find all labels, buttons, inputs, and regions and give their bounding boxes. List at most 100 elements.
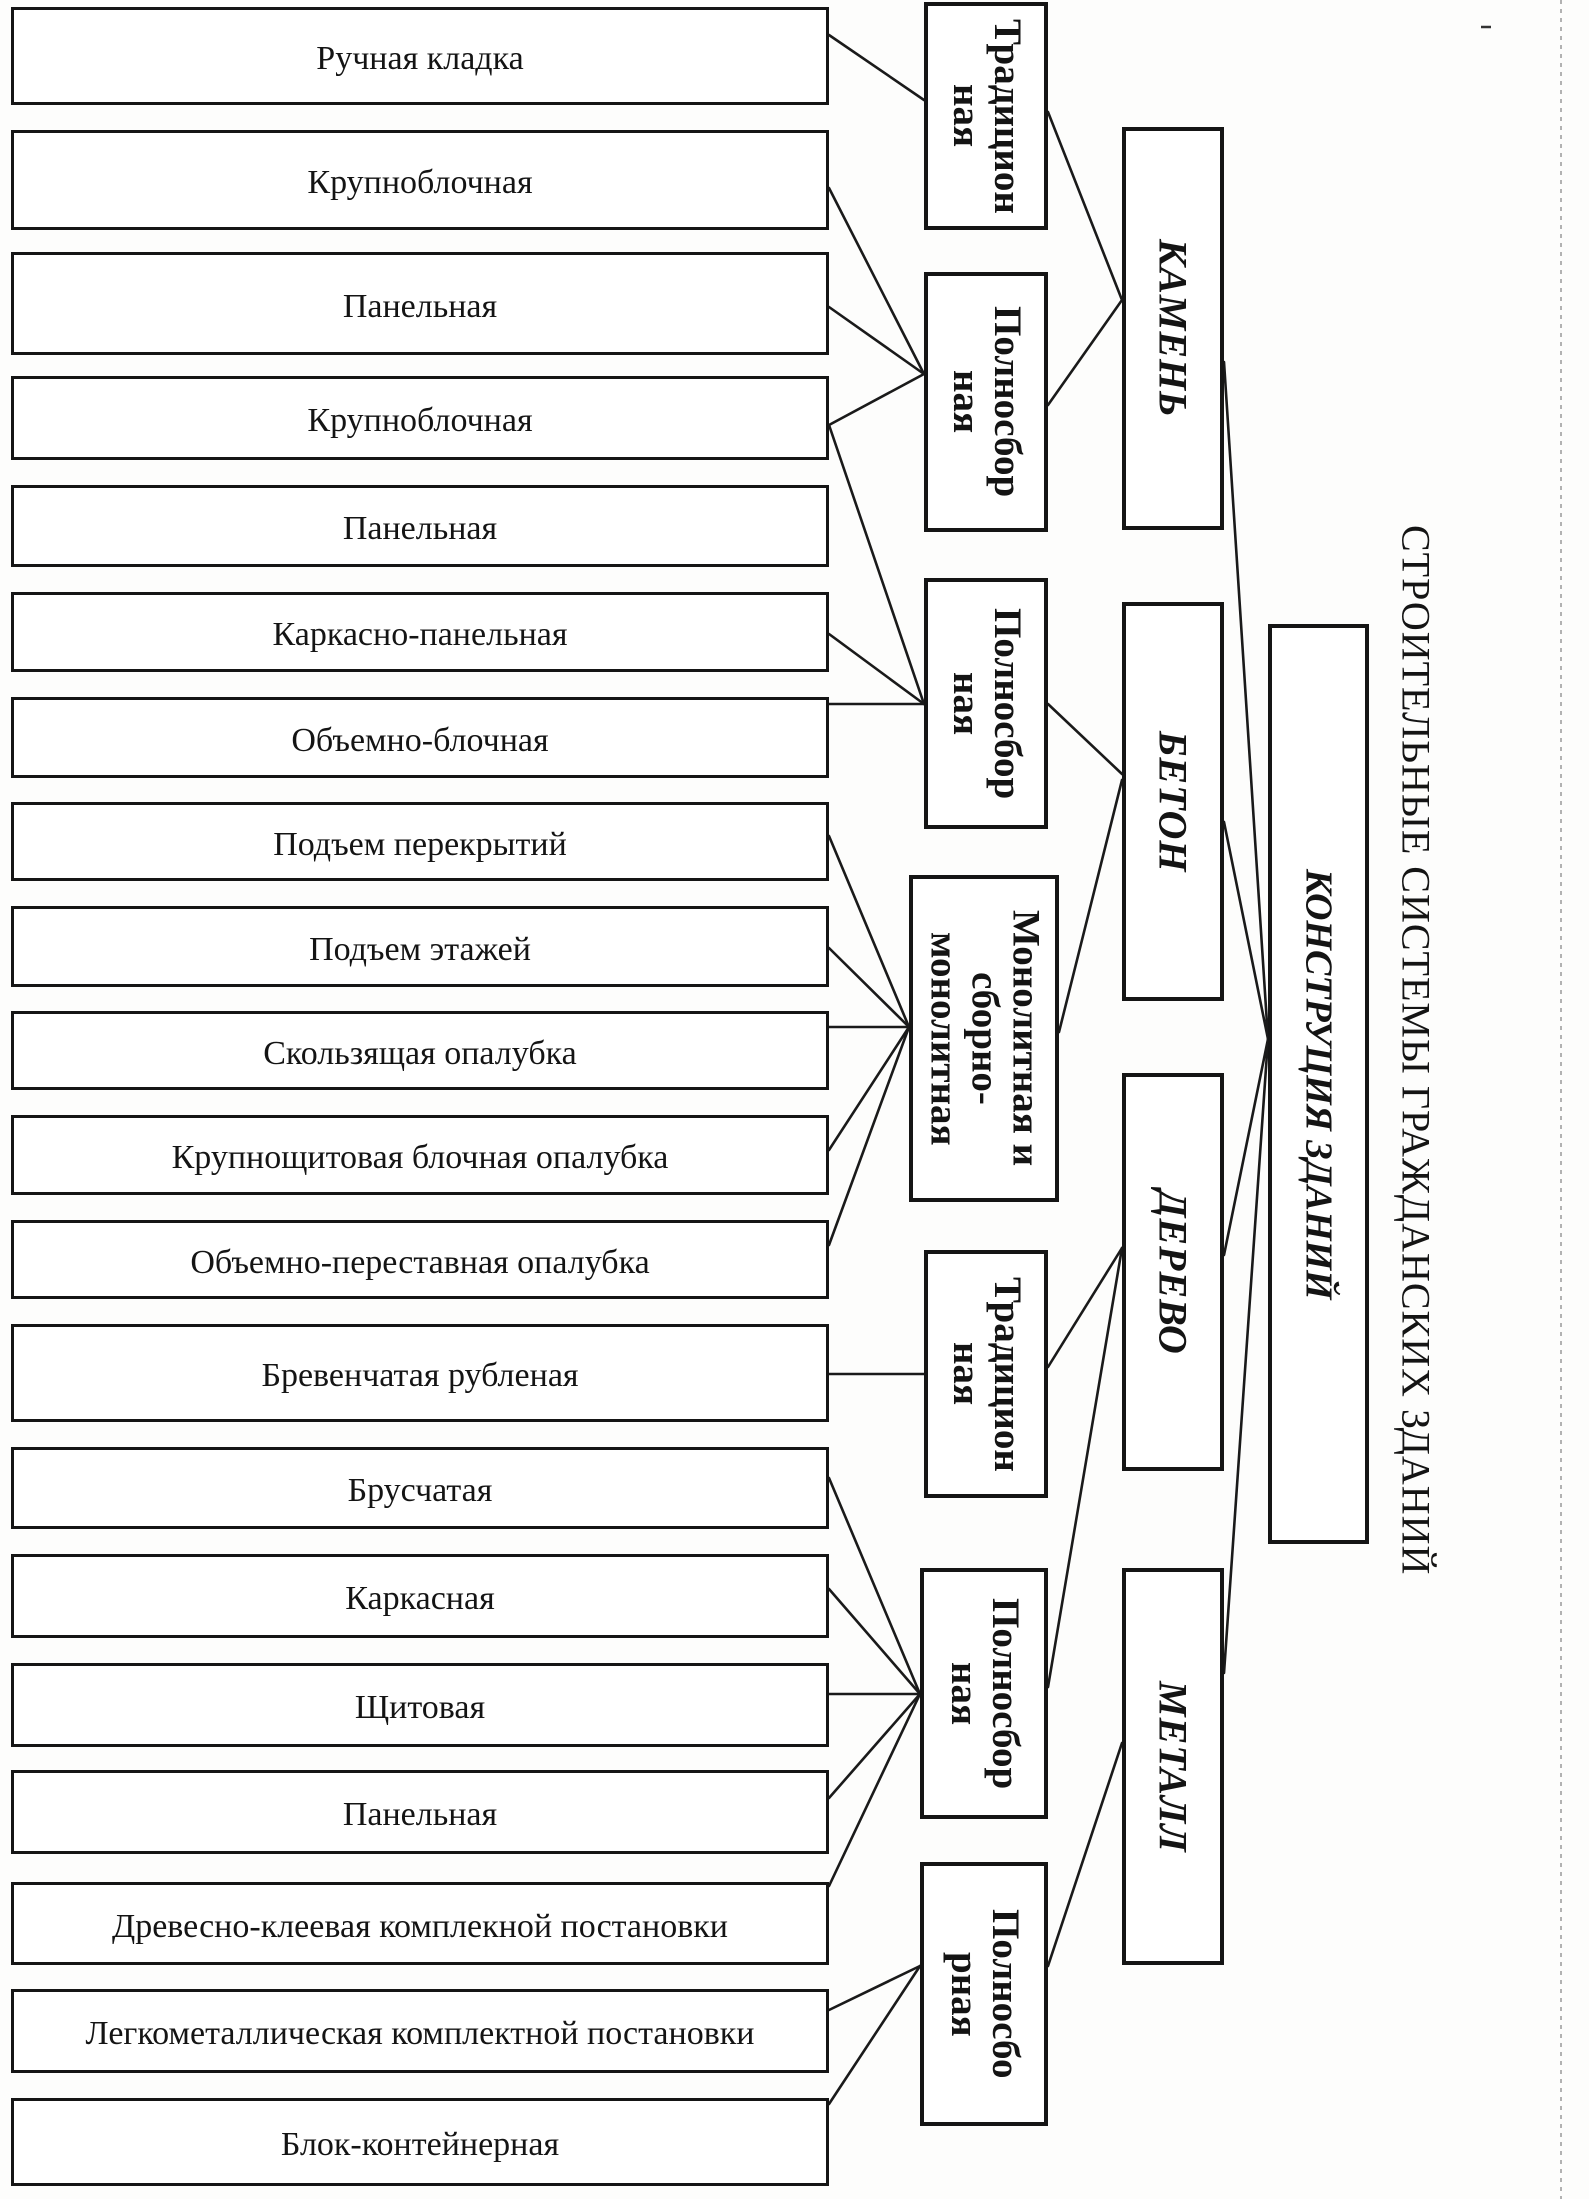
method-label: Полносбор ная xyxy=(945,306,1029,498)
method-box: Полносбор ная xyxy=(920,1568,1048,1819)
system-label: Каркасно-панельная xyxy=(272,616,568,653)
system-box: Древесно-клеевая комплекной постановки xyxy=(11,1882,829,1965)
diagram-title-text: СТРОИТЕЛЬНЫЕ СИСТЕМЫ ГРАЖДАНСКИХ ЗДАНИЙ xyxy=(1393,524,1439,1576)
system-box: Каркасная xyxy=(11,1554,829,1638)
method-label-line: Полносбо xyxy=(983,1909,1027,2079)
system-label: Крупнощитовая блочная опалубка xyxy=(171,1139,669,1176)
material-label: БЕТОН xyxy=(1150,730,1196,873)
connector-line xyxy=(1222,820,1270,1041)
system-label: Скользящая опалубка xyxy=(263,1034,577,1072)
method-label-line: Традицион xyxy=(985,18,1029,214)
system-label: Брусчатая xyxy=(347,1472,493,1509)
connector-line xyxy=(827,423,926,706)
connector-line xyxy=(827,186,926,376)
system-box: Панельная xyxy=(11,252,829,355)
material-box-wood: ДЕРЕВО xyxy=(1122,1073,1224,1471)
connector-line xyxy=(827,1964,922,2106)
method-label-line: Монолитная и xyxy=(1004,910,1048,1167)
material-label: ДЕРЕВО xyxy=(1150,1189,1196,1355)
system-label: Крупноблочная xyxy=(307,402,533,439)
root-box: КОНСТРУЦИЯ ЗДАНИЙ xyxy=(1268,624,1369,1544)
system-label: Щитовая xyxy=(354,1689,486,1726)
method-label-line: сборно- xyxy=(963,972,1007,1105)
system-box: Брусчатая xyxy=(11,1447,829,1529)
material-label: МЕТАЛЛ xyxy=(1150,1680,1196,1853)
method-box: Монолитная и сборно- монолитная xyxy=(909,875,1059,1202)
system-label: Панельная xyxy=(342,510,498,547)
connector-line xyxy=(1222,1037,1270,1257)
system-box: Крупноблочная xyxy=(11,376,829,460)
system-label: Объемно-переставная опалубка xyxy=(190,1243,650,1281)
system-label: Бревенчатая рубленая xyxy=(261,1357,579,1394)
method-label-line: ная xyxy=(945,370,988,434)
connector-line xyxy=(827,1025,911,1152)
method-label-line: ная xyxy=(945,671,988,736)
material-box-concrete: БЕТОН xyxy=(1122,602,1224,1001)
system-label: Панельная xyxy=(342,1796,498,1833)
material-box-metal: МЕТАЛЛ xyxy=(1122,1568,1224,1965)
method-label: Полносбор ная xyxy=(943,1597,1027,1790)
connector-line xyxy=(827,1964,922,2012)
system-label: Древесно-клеевая комплекной постановки xyxy=(112,1907,728,1945)
system-box: Бревенчатая рубленая xyxy=(11,1324,829,1422)
method-label: Традицион ная xyxy=(945,1277,1029,1472)
connector-line xyxy=(827,632,926,706)
connector-line xyxy=(1046,1246,1124,1369)
connector-line xyxy=(827,33,926,102)
method-label: Монолитная и сборно- монолитная xyxy=(923,910,1048,1167)
method-box: Традицион ная xyxy=(924,1250,1048,1498)
connector-line xyxy=(1046,298,1124,407)
connector-line xyxy=(1222,1037,1270,1675)
system-box: Ручная кладка xyxy=(11,7,829,105)
system-box: Блок-контейнерная xyxy=(11,2098,829,2186)
system-box: Объемно-блочная xyxy=(11,697,829,778)
material-box-stone: КАМЕНЬ xyxy=(1122,127,1224,530)
connector-line xyxy=(827,1587,922,1696)
connector-line xyxy=(827,1476,922,1696)
system-label: Ручная кладка xyxy=(316,40,524,77)
system-box: Панельная xyxy=(11,1770,829,1854)
connector-line xyxy=(827,946,911,1029)
system-box: Объемно-переставная опалубка xyxy=(11,1220,829,1299)
system-label: Блок-контейнерная xyxy=(280,2126,560,2163)
system-label: Панельная xyxy=(342,287,498,325)
method-label-line: ная xyxy=(945,1342,988,1406)
connector-line xyxy=(1222,360,1270,1041)
connector-line xyxy=(1046,110,1124,302)
connector-line xyxy=(827,372,926,427)
method-box: Традицион ная xyxy=(924,2,1048,230)
system-box: Щитовая xyxy=(11,1663,829,1747)
system-label: Крупноблочная xyxy=(307,164,533,201)
system-box: Каркасно-панельная xyxy=(11,592,829,672)
connector-line xyxy=(1057,778,1124,1034)
method-label-line: Полносбор xyxy=(983,1597,1027,1790)
connector-line xyxy=(827,1025,911,1247)
connector-line xyxy=(1046,1246,1124,1689)
system-box: Скользящая опалубка xyxy=(11,1011,829,1090)
method-label-line: Полносбор xyxy=(985,607,1029,800)
system-box: Подъем этажей xyxy=(11,906,829,987)
system-box: Подъем перекрытий xyxy=(11,802,829,881)
system-label: Подъем перекрытий xyxy=(273,825,567,863)
connector-line xyxy=(827,305,926,376)
system-box: Панельная xyxy=(11,485,829,567)
method-box: Полносбор ная xyxy=(924,578,1048,829)
system-box: Легкометаллическая комплектной постановк… xyxy=(11,1989,829,2073)
connector-line xyxy=(827,834,911,1029)
method-box: Полносбо рная xyxy=(920,1862,1048,2126)
material-label: КАМЕНЬ xyxy=(1150,239,1196,418)
diagram-title: СТРОИТЕЛЬНЫЕ СИСТЕМЫ ГРАЖДАНСКИХ ЗДАНИЙ xyxy=(1386,470,1446,1630)
connector-line xyxy=(1046,702,1124,776)
connector-line xyxy=(827,1692,922,1888)
method-label-line: ная xyxy=(943,1661,986,1726)
method-label-line: Полносбор xyxy=(985,306,1029,498)
system-label: Каркасная xyxy=(345,1580,495,1617)
method-label: Полносбо рная xyxy=(943,1909,1027,2079)
root-label: КОНСТРУЦИЯ ЗДАНИЙ xyxy=(1297,868,1340,1300)
system-label: Объемно-блочная xyxy=(291,721,549,759)
method-label: Традицион ная xyxy=(945,18,1029,214)
system-label: Легкометаллическая комплектной постановк… xyxy=(85,2015,755,2052)
method-box: Полносбор ная xyxy=(924,272,1048,532)
method-label-line: ная xyxy=(945,84,988,148)
